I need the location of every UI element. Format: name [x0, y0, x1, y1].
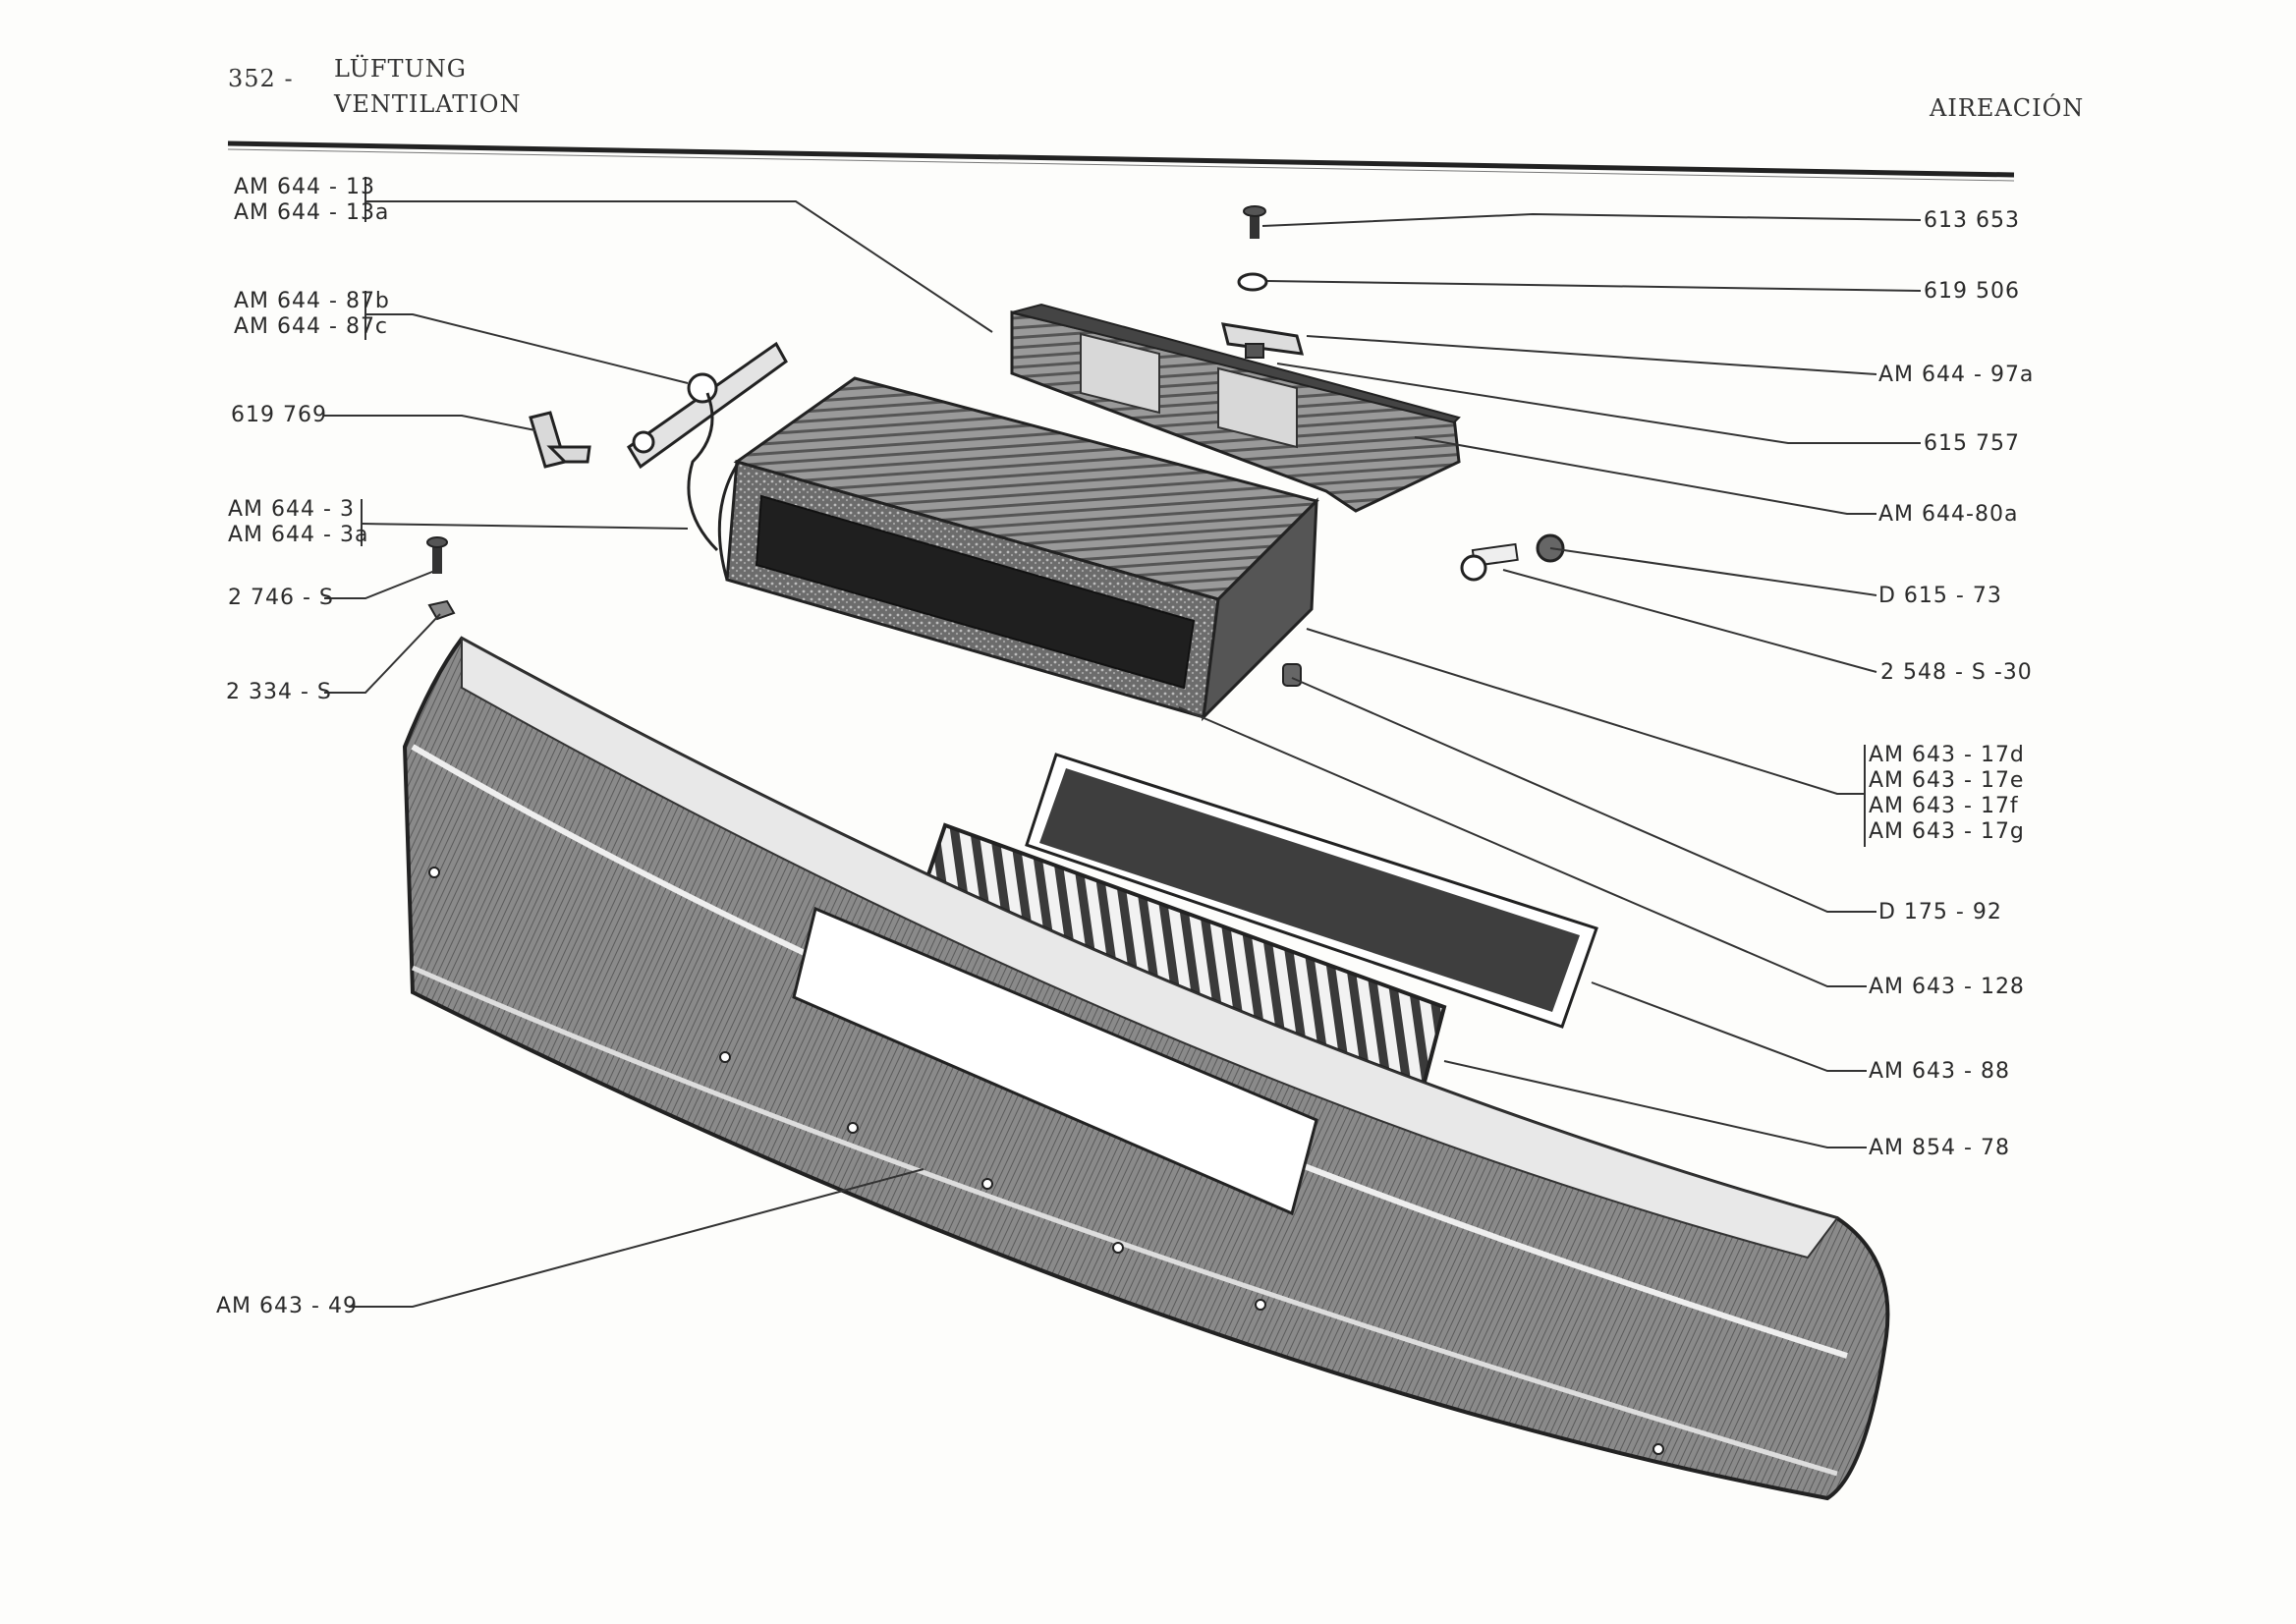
page-number: 352 - [228, 65, 294, 92]
part-label-am643-128: AM 643 - 128 [1869, 975, 2025, 999]
panel-cutout [792, 906, 1318, 1216]
part-label-am644-80a: AM 644-80a [1878, 502, 2019, 527]
rear-frame-rail [1010, 303, 1461, 513]
bolt-2548-s-30 [1460, 542, 1519, 582]
part-label-613653: 613 653 [1924, 208, 2020, 233]
leader-lines [324, 177, 1922, 1308]
washer-619506 [1237, 272, 1268, 292]
title-english: VENTILATION [334, 90, 522, 118]
part-label-am643-88: AM 643 - 88 [1869, 1059, 2010, 1084]
plug-d175-92 [1282, 663, 1302, 687]
title-german: LÜFTUNG [334, 55, 467, 83]
part-label-am644-97a: AM 644 - 97a [1878, 363, 2035, 387]
cowl-panel-643-49 [402, 636, 1890, 1501]
part-label-2334-s: 2 334 - S [226, 680, 332, 704]
part-label-615757: 615 757 [1924, 431, 2020, 456]
part-label-am854-78: AM 854 - 78 [1869, 1136, 2010, 1160]
air-duct-housing [717, 376, 1319, 722]
clip-619769 [529, 411, 591, 469]
seal-strip-643-88 [1025, 753, 1598, 1029]
part-label-d175-92: D 175 - 92 [1878, 900, 2002, 924]
part-label-619769: 619 769 [231, 403, 327, 427]
lever-assembly [626, 341, 788, 552]
title-spanish: AIREACIÓN [1930, 94, 2085, 122]
screw-613653 [1243, 205, 1266, 239]
nut-2334-s [427, 599, 456, 621]
small-bracket-97a [1220, 322, 1305, 359]
part-label-am643-49: AM 643 - 49 [216, 1294, 358, 1318]
part-label-d615-73: D 615 - 73 [1878, 584, 2002, 608]
part-label-2548-s-30: 2 548 - S -30 [1880, 660, 2033, 685]
part-label-619506: 619 506 [1924, 279, 2020, 304]
part-label-2746-s: 2 746 - S [228, 586, 334, 610]
header-rule [227, 140, 2015, 178]
screw-2746-s [426, 536, 448, 574]
